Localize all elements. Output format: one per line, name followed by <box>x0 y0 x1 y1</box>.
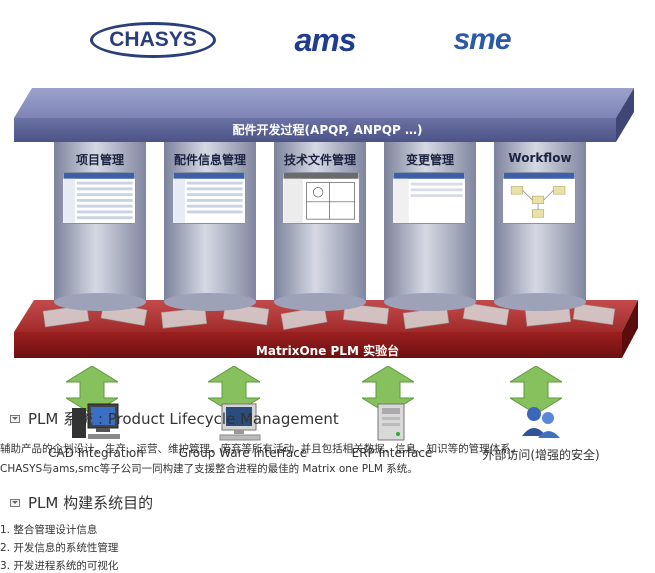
pillar-label-change: 变更管理 <box>405 153 454 167</box>
workflow-screenshot <box>502 172 576 224</box>
double-arrow-icon <box>208 366 260 414</box>
ams-logo: ams <box>268 22 382 58</box>
section-bullet-icon <box>10 414 20 423</box>
section1-title: PLM 系统 : Product Lifecycle Management <box>10 408 339 429</box>
pillar-workflow <box>494 142 586 311</box>
cad-workstation-icon <box>72 403 120 439</box>
sme-logo: sme <box>430 22 534 58</box>
section2-title: PLM 构建系统目的 <box>10 492 153 513</box>
purpose-item-2: 2. 开发信息的系统性管理 <box>0 542 119 554</box>
chasys-logo-text: CHASYS <box>109 28 197 51</box>
system-label-erp: ERP Interface <box>351 446 433 460</box>
section-bullet-icon <box>10 498 20 507</box>
section1-title-text: PLM 系统 : Product Lifecycle Management <box>28 410 339 428</box>
purpose-item-3: 3. 开发进程系统的可视化 <box>0 560 119 572</box>
system-label-groupware: Group Ware Interface <box>178 446 308 460</box>
tech-doc-screenshot <box>282 172 360 224</box>
sme-logo-text: sme <box>453 23 511 56</box>
pillar-label-workflow: Workflow <box>508 151 572 165</box>
section1-line-1: 辅助产品的企划设计、生产、运营、维护管理、废弃等所有活动. 并且包括相关数据、信… <box>0 443 522 455</box>
pillar-label-project: 项目管理 <box>75 153 124 167</box>
ams-logo-text: ams <box>294 21 356 58</box>
project-screenshot <box>62 172 136 224</box>
system-label-cad: CAD Integration <box>48 446 144 460</box>
top-title: 配件开发过程(APQP, ANPQP …) <box>232 123 423 137</box>
part-info-screenshot <box>172 172 246 224</box>
purpose-item-1: 1. 整合管理设计信息 <box>0 524 98 536</box>
plm-architecture-diagram: MatrixOne PLM 实验台 项目管理 配件信息管理 技术文件管理 变更管… <box>0 80 655 462</box>
groupware-computer-icon <box>219 403 261 441</box>
change-screenshot <box>392 172 466 224</box>
base-title: MatrixOne PLM 实验台 <box>255 344 400 358</box>
pillar-label-tech-doc: 技术文件管理 <box>283 153 356 167</box>
section1-line-2: CHASYS与ams,smc等子公司一同构建了支援整合进程的最佳的 Matrix… <box>0 463 418 475</box>
double-arrow-icon <box>362 366 414 414</box>
pillar-label-part-info: 配件信息管理 <box>173 153 246 167</box>
system-label-external: 外部访问(增强的安全) <box>482 448 600 462</box>
chasys-logo: CHASYS <box>90 22 216 58</box>
double-arrow-icon <box>66 366 118 414</box>
external-users-icon <box>522 407 560 438</box>
double-arrow-icon <box>510 366 562 414</box>
top-slab <box>14 88 634 142</box>
section2-title-text: PLM 构建系统目的 <box>28 494 154 512</box>
erp-server-icon <box>377 403 405 441</box>
